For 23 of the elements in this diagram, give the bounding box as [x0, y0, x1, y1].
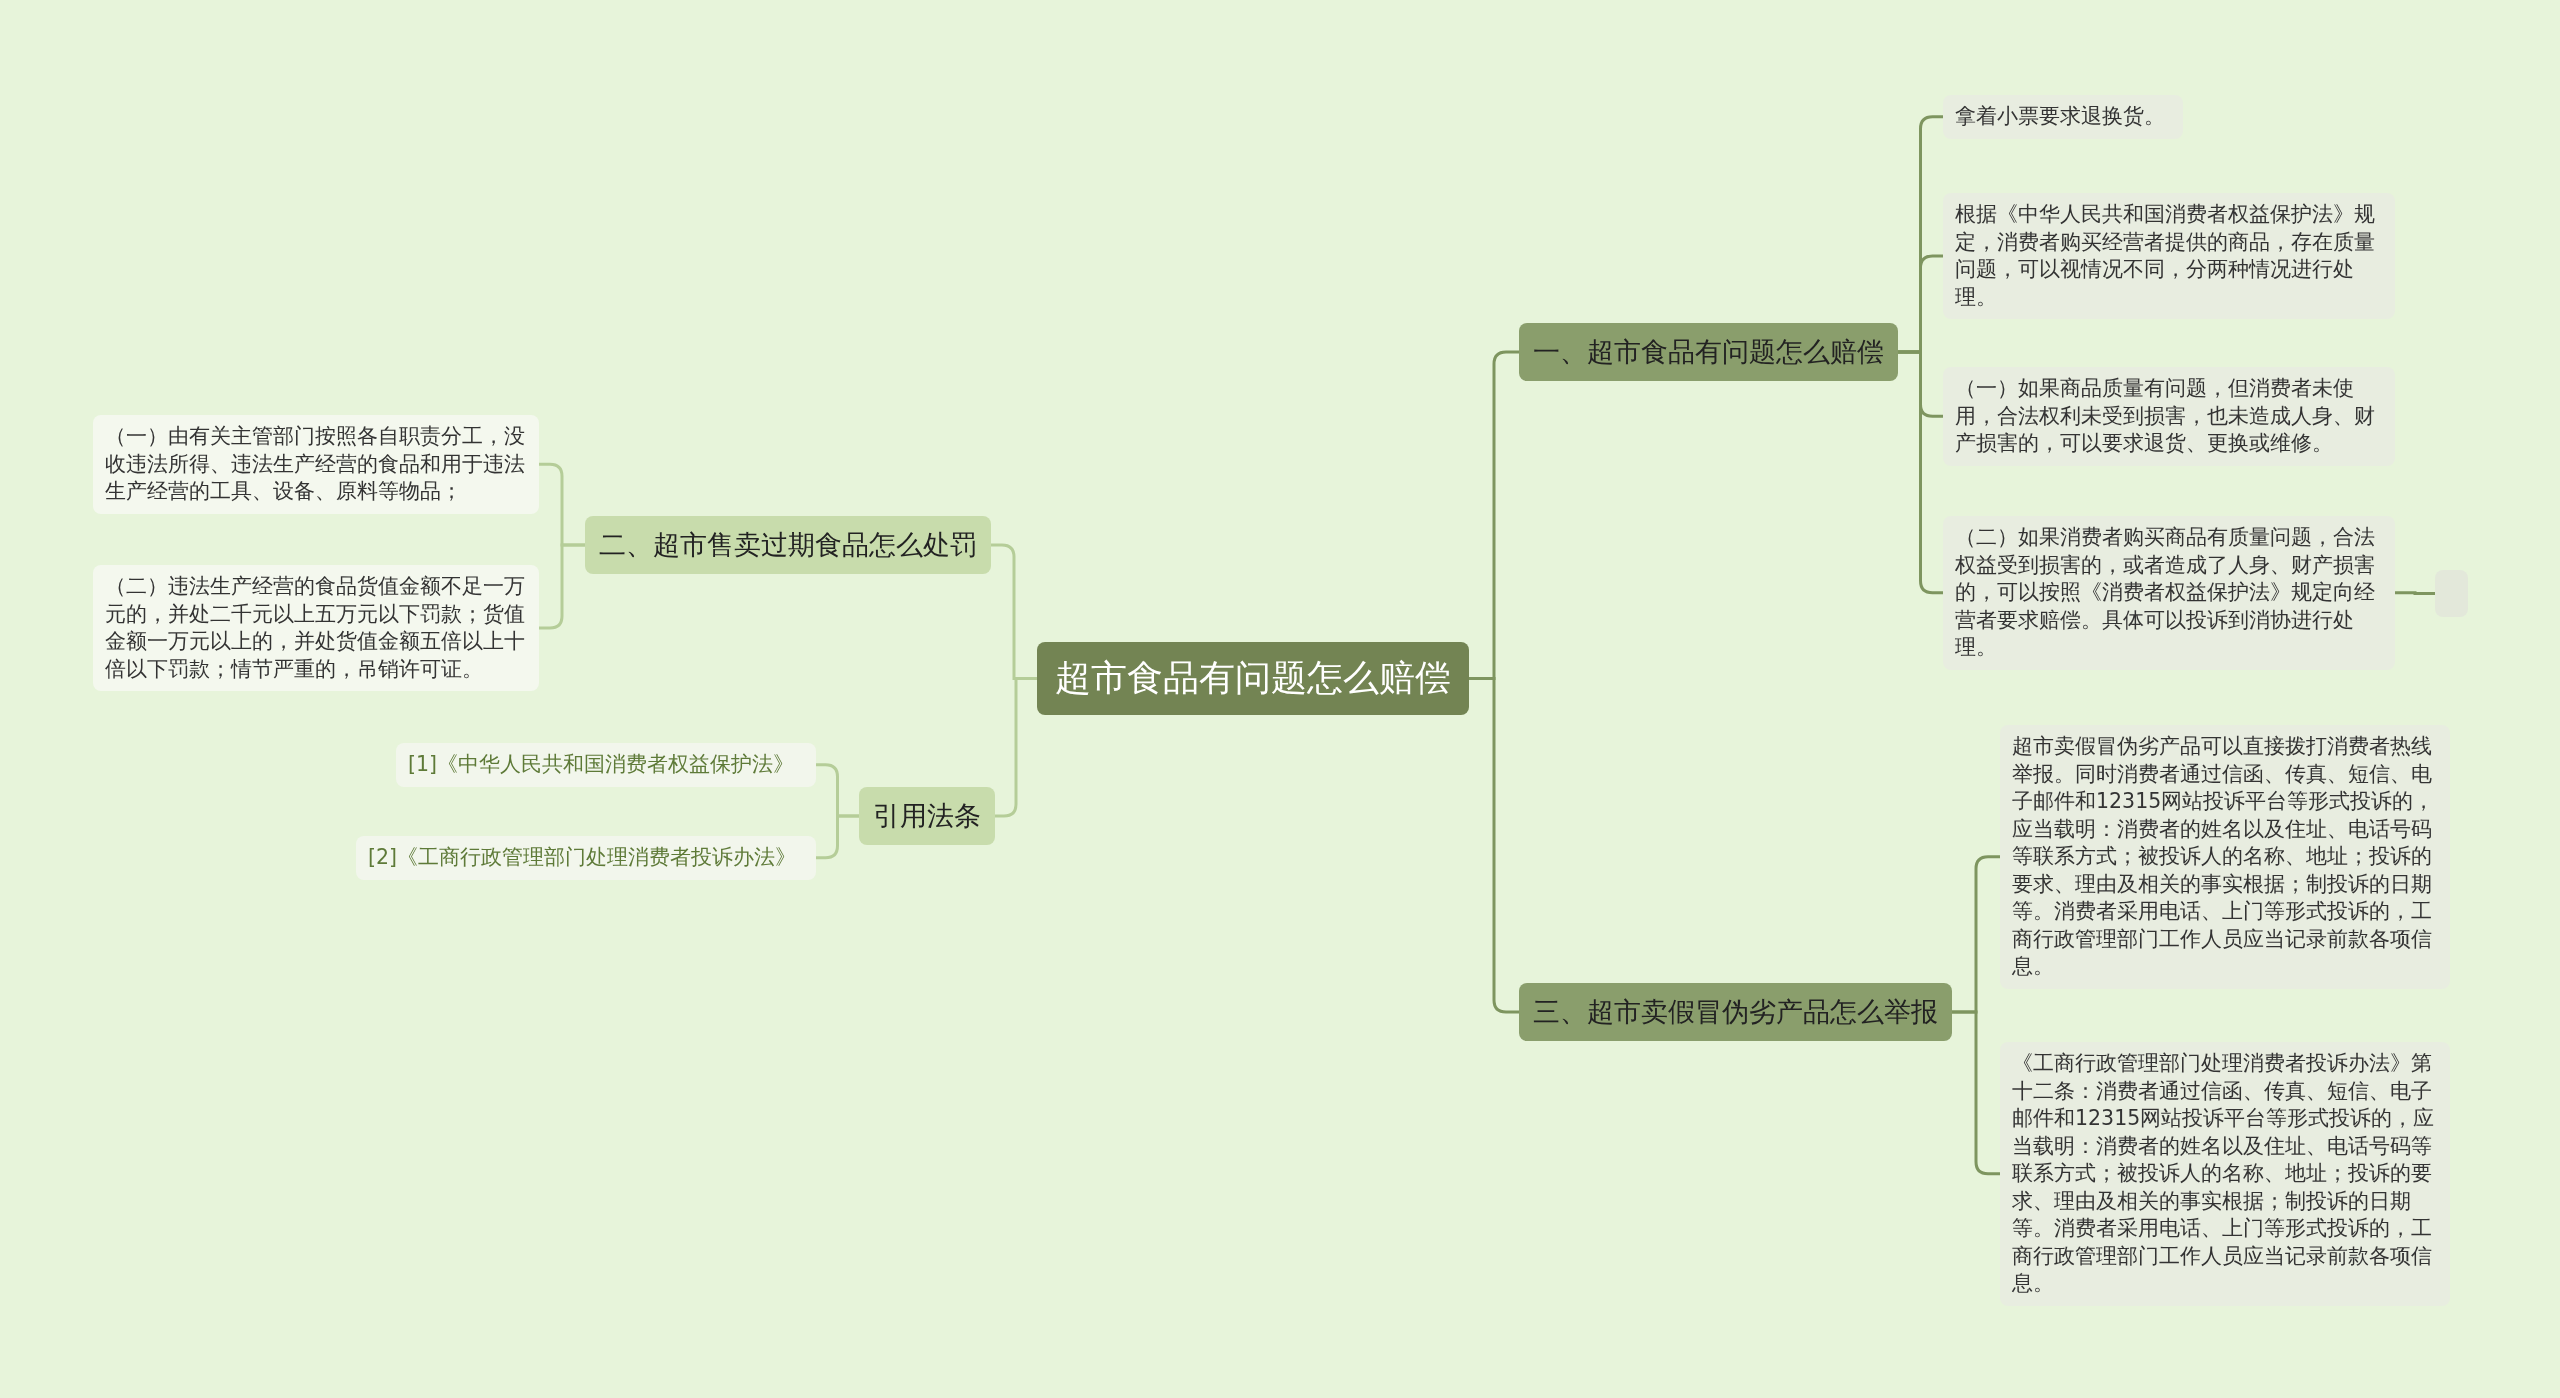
topic-box: 超市食品有问题怎么赔偿 — [1037, 642, 1469, 715]
reference-box: [1]《中华人民共和国消费者权益保护法》 — [396, 743, 816, 787]
branch-box: 引用法条 — [859, 787, 995, 845]
branch-box: 一、超市食品有问题怎么赔偿 — [1519, 323, 1898, 381]
branch-box: 二、超市售卖过期食品怎么处罚 — [585, 516, 991, 574]
note-box: 拿着小票要求退换货。 — [1943, 95, 2183, 139]
branch-box: 三、超市卖假冒伪劣产品怎么举报 — [1519, 983, 1952, 1041]
note-box: 超市卖假冒伪劣产品可以直接拨打消费者热线举报。同时消费者通过信函、传真、短信、电子邮件和12315网站投诉平台等形式投诉的，应当载明：消费者的姓名以及住址、电话号码等联系方式；被投诉人的名称、地址；投诉的要求、理由及相关的事实根据；制投诉的日期等。消费者采用电话、上门等形式投诉的，工商行政管理部门工作人员应当记录前款各项信息。 — [2000, 725, 2450, 989]
connector-line — [995, 677, 1037, 818]
note-box: 根据《中华人民共和国消费者权益保护法》规定，消费者购买经营者提供的商品，存在质量问题，可以视情况不同，分两种情况进行处理。 — [1943, 193, 2395, 319]
reference-box: [2]《工商行政管理部门处理消费者投诉办法》 — [356, 836, 816, 880]
note-box: （二）如果消费者购买商品有质量问题，合法权益受到损害的，或者造成了人身、财产损害的，可以按照《消费者权益保护法》规定向经营者要求赔偿。具体可以投诉到消协进行处理。 — [1943, 516, 2395, 670]
connector-line — [1898, 350, 1943, 595]
note-box: （二）违法生产经营的食品货值金额不足一万元的，并处二千元以上五万元以下罚款；货值金额一万元以上的，并处货值金额五倍以上十倍以下罚款；情节严重的，吊销许可证。 — [93, 565, 539, 691]
note-box: 《工商行政管理部门处理消费者投诉办法》第十二条：消费者通过信函、传真、短信、电子邮件和12315网站投诉平台等形式投诉的，应当载明：消费者的姓名以及住址、电话号码等联系方式；被投诉人的名称、地址；投诉的要求、理由及相关的事实根据；制投诉的日期等。消费者采用电话、上门等形式投诉的，工商行政管理部门工作人员应当记录前款各项信息。 — [2000, 1042, 2450, 1306]
connector-line — [539, 543, 585, 630]
connector-line — [816, 814, 859, 860]
note-box: （一）由有关主管部门按照各自职责分工，没收违法所得、违法生产经营的食品和用于违法生产经营的工具、设备、原料等物品； — [93, 415, 539, 514]
connector-line — [1952, 1010, 2000, 1176]
empty-box — [2435, 570, 2468, 617]
note-box: （一）如果商品质量有问题，但消费者未使用，合法权利未受到损害，也未造成人身、财产损害的，可以要求退货、更换或维修。 — [1943, 367, 2395, 466]
connector-line — [2395, 591, 2435, 595]
connector-line — [1469, 677, 1519, 1014]
